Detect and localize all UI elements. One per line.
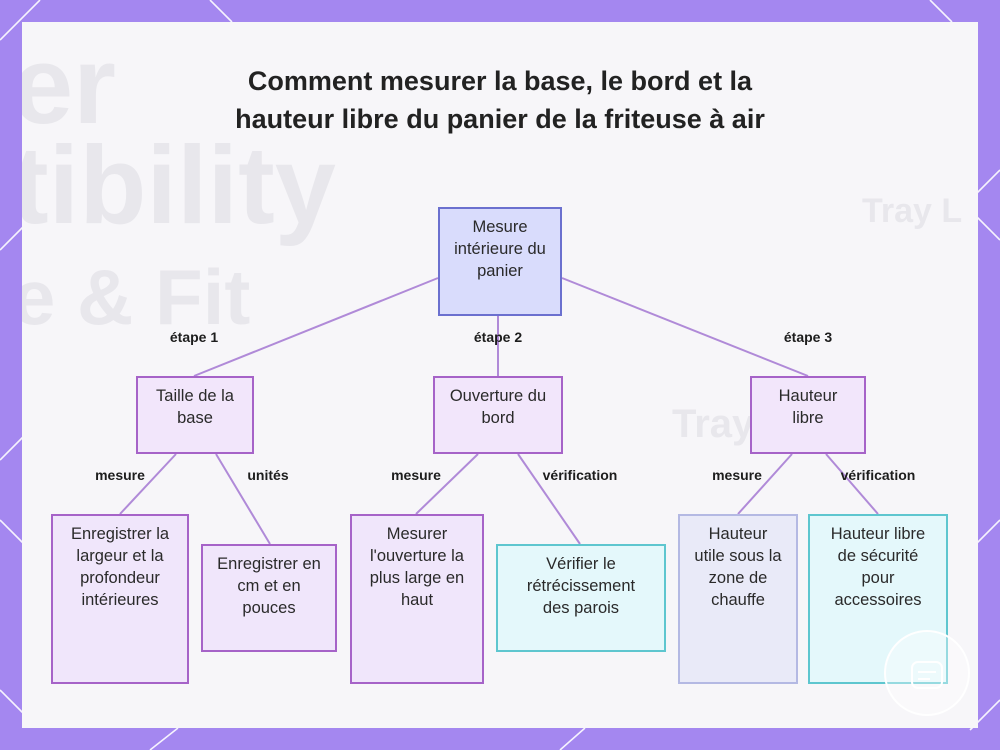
edge-label-base-measure: mesure [95,467,145,483]
node-rim-opening-label: Ouverture du bord [449,387,547,427]
edge-root-step3 [561,277,809,377]
edge-step1-units [215,453,271,545]
background-watermark: e & Fit [22,253,251,341]
edge-label-step2: étape 2 [473,329,523,345]
leaf-record-units: Enregistrer en cm et en pouces [201,544,337,652]
leaf-record-units-label: Enregistrer en cm et en pouces [217,555,321,617]
edge-label-clearance-measure: mesure [712,467,762,483]
edge-label-rim-check: vérification [542,467,618,483]
leaf-check-taper-label: Vérifier le rétrécissement des parois [526,555,636,617]
edge-root-step1 [193,277,439,377]
edge-step3-measure [737,453,793,515]
leaf-measure-opening: Mesurer l'ouverture la plus large en hau… [350,514,484,684]
node-clearance-label: Hauteur libre [778,387,838,427]
edge-label-rim-measure: mesure [391,467,441,483]
node-clearance: Hauteur libre [750,376,866,454]
diagram-title: Comment mesurer la base, le bord et la h… [235,66,765,134]
edge-step1-measure [119,453,177,515]
edge-label-step1: étape 1 [169,329,219,345]
edge-step2-check [517,453,581,545]
edge-label-clearance-check: vérification [840,467,916,483]
leaf-record-width-depth-label: Enregistrer la largeur et la profondeur … [70,525,170,609]
edge-label-step3: étape 3 [783,329,833,345]
leaf-check-taper: Vérifier le rétrécissement des parois [496,544,666,652]
node-base-size-label: Taille de la base [156,387,234,427]
leaf-record-width-depth: Enregistrer la largeur et la profondeur … [51,514,189,684]
background-watermark: Tray [672,402,755,446]
leaf-usable-height: Hauteur utile sous la zone de chauffe [678,514,798,684]
leaf-measure-opening-label: Mesurer l'ouverture la plus large en hau… [369,525,465,609]
leaf-usable-height-label: Hauteur utile sous la zone de chauffe [694,525,782,609]
root-node: Mesure intérieure du panier [438,207,562,316]
background-watermark: er [22,24,116,147]
root-node-label: Mesure intérieure du panier [454,218,546,280]
background-watermark: Tray L [862,192,963,230]
edge-label-base-units: unités [247,467,289,483]
node-rim-opening: Ouverture du bord [433,376,563,454]
brand-logo-icon [884,630,970,716]
edge-step2-measure [415,453,479,515]
leaf-safety-clearance-label: Hauteur libre de sécurité pour accessoir… [830,525,926,609]
edge-step3-check [825,453,879,515]
node-base-size: Taille de la base [136,376,254,454]
background-watermark: tibility [22,124,336,247]
